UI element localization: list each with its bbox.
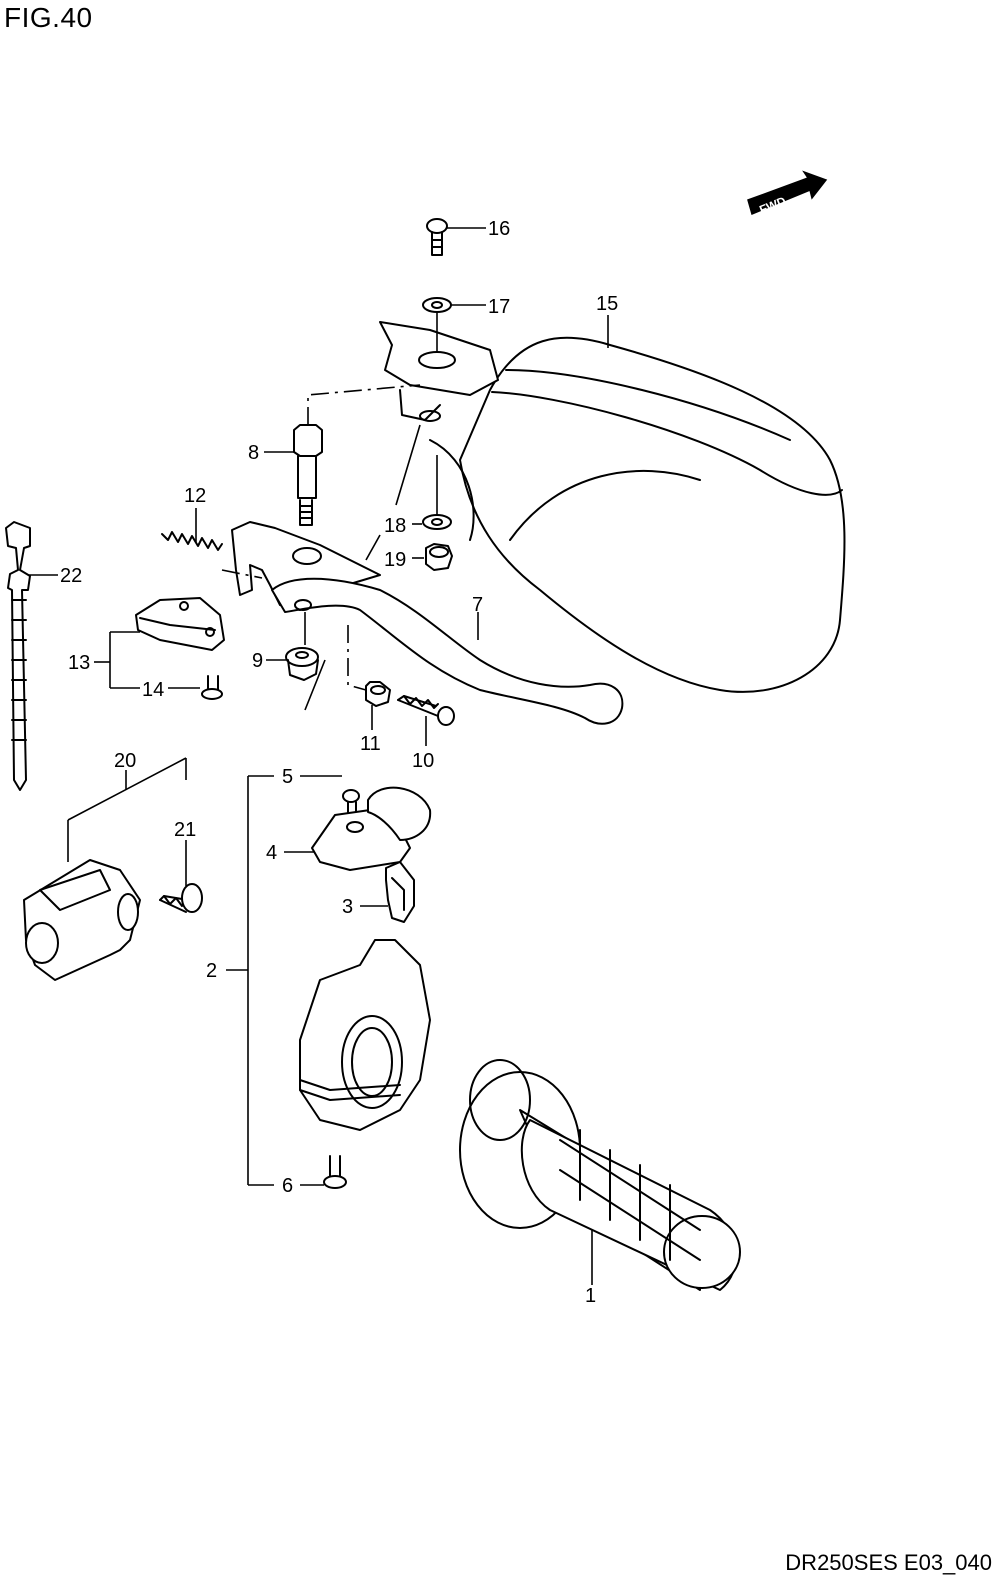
strap-22 [5,521,31,791]
label-3: 3 [342,896,353,918]
switch-13 [135,597,225,651]
label-13: 13 [68,652,90,674]
washer-18 [422,514,452,530]
fwd-arrow-icon: FWD [747,170,828,217]
label-18: 18 [384,515,406,537]
nut-11 [365,681,391,707]
clamp-4 [311,786,432,871]
label-2: 2 [206,960,217,982]
label-19: 19 [384,549,406,571]
nut-19 [425,543,453,571]
collar-9 [285,647,319,681]
clutch-lever [271,577,624,725]
switch-housing-20 [23,859,141,981]
drawing-code: DR250SES E03_040 [785,1550,992,1575]
label-8: 8 [248,442,259,464]
label-14: 14 [142,679,164,701]
label-22: 22 [60,565,82,587]
hand-guard [429,336,846,693]
label-6: 6 [282,1175,293,1197]
lever-holder-body-2 [299,939,431,1131]
label-12: 12 [184,485,206,507]
part-number-labels: 16 17 15 8 12 18 19 7 22 13 14 9 11 10 2… [60,218,618,1307]
leader-lines [28,227,609,1285]
label-5: 5 [282,766,293,788]
label-9: 9 [252,650,263,672]
screw-21 [159,883,203,913]
alignment-lines [221,384,421,691]
label-4: 4 [266,842,277,864]
label-21: 21 [174,819,196,841]
clip-3 [385,861,415,923]
screw-14 [201,675,223,700]
guard-mount-bracket [379,321,499,422]
spring-12 [161,531,223,551]
bolt-16 [426,218,448,256]
label-20: 20 [114,750,136,772]
label-1: 1 [585,1285,596,1307]
label-15: 15 [596,293,618,315]
label-11: 11 [360,733,381,755]
label-17: 17 [488,296,510,318]
grip-1 [459,1059,741,1291]
figure-title: FIG.40 [4,2,93,33]
bolt-10 [397,695,455,726]
screw-6 [323,1155,347,1189]
label-10: 10 [412,750,434,772]
label-7: 7 [472,594,483,616]
washer-17 [422,297,452,313]
label-16: 16 [488,218,510,240]
pivot-bolt-8 [293,424,323,526]
